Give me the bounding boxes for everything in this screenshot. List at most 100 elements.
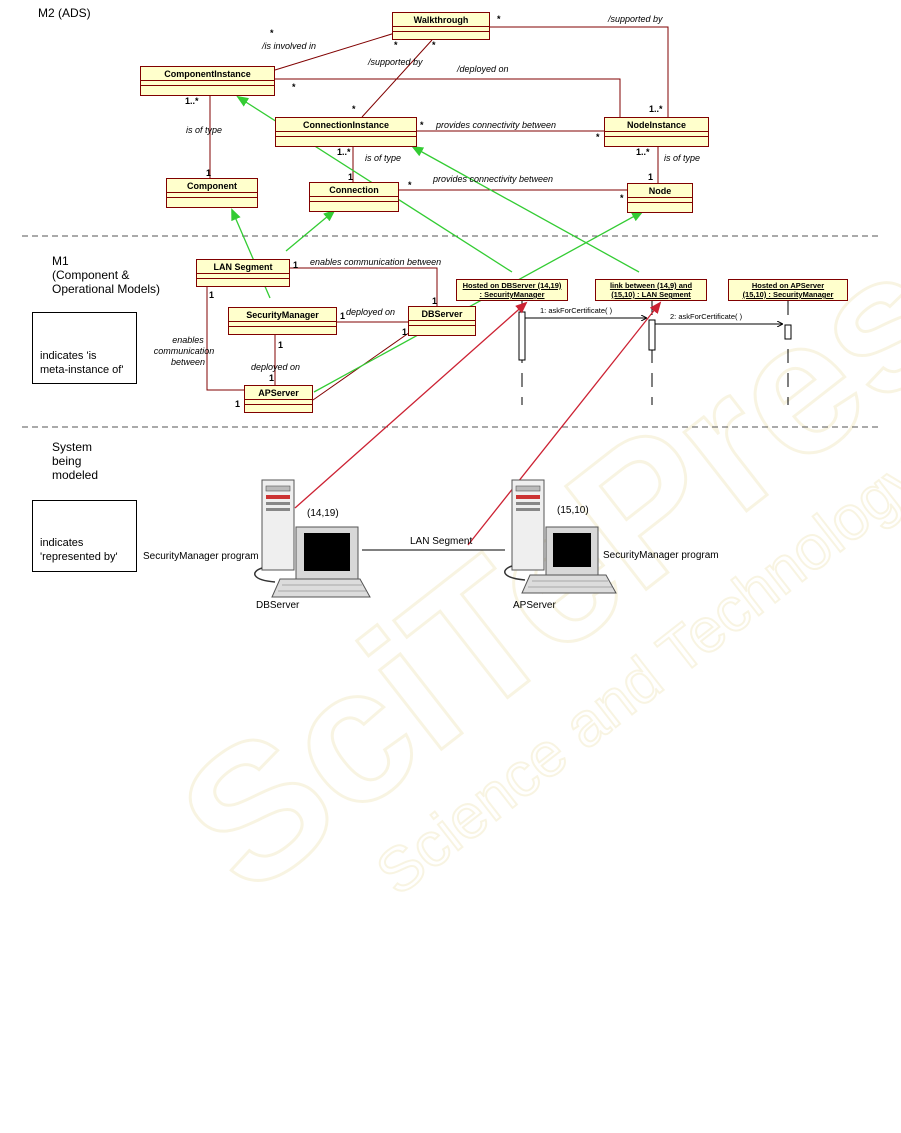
- class-walkthrough-name: Walkthrough: [393, 13, 489, 27]
- class-connectioninstance-name: ConnectionInstance: [276, 118, 416, 132]
- legend-represented-by: [32, 500, 137, 572]
- class-security-manager-name: SecurityManager: [229, 308, 336, 322]
- m2-associations: [209, 26, 669, 191]
- lifelines: [521, 301, 789, 405]
- mult-one-many: 1..*: [649, 104, 663, 114]
- mult-one: 1: [293, 260, 299, 270]
- mult-one: 1: [278, 340, 284, 350]
- assoc-is-involved-in: [274, 32, 396, 71]
- class-component-name: Component: [167, 179, 257, 193]
- object-hosted-on-dbserver-line2: : SecurityManager: [479, 290, 545, 299]
- layer-title-m2: M2 (ADS): [38, 6, 91, 20]
- mult-one: 1: [402, 327, 408, 337]
- label-is-of-type-2: is of type: [365, 153, 402, 163]
- mult-one: 1: [348, 172, 354, 182]
- object-link-between[interactable]: link between (14,9) and (15,10) : LAN Se…: [595, 279, 707, 301]
- arrow-ap-to-node: [313, 211, 644, 393]
- mult-star: *: [408, 180, 412, 190]
- coord-apserver: (15,10): [557, 505, 589, 516]
- mult-one: 1: [209, 290, 215, 300]
- legend-meta-instance-text-2: meta-instance of': [40, 364, 124, 376]
- mult-star: *: [596, 132, 600, 142]
- class-connection[interactable]: Connection: [309, 182, 399, 212]
- class-ap-server[interactable]: APServer: [244, 385, 313, 413]
- mult-star: *: [270, 28, 274, 38]
- class-connection-name: Connection: [310, 183, 398, 197]
- object-hosted-on-dbserver-line1: Hosted on DBServer (14,19): [462, 281, 562, 290]
- label-is-of-type-1: is of type: [186, 125, 223, 135]
- computer-icon-dbserver: [254, 479, 371, 598]
- mult-one: 1: [269, 373, 275, 383]
- assoc-enables-communication: [290, 267, 438, 306]
- object-link-between-line2: (15,10) : LAN Segment: [611, 290, 691, 299]
- label-supported-by-2: /supported by: [368, 57, 423, 67]
- legend-meta-instance-text-1: indicates 'is: [40, 350, 97, 362]
- layer-title-m1: M1: [52, 254, 69, 268]
- class-db-server-name: DBServer: [409, 307, 475, 321]
- object-hosted-on-apserver[interactable]: Hosted on APServer (15,10) : SecurityMan…: [728, 279, 848, 301]
- mult-one: 1: [648, 172, 654, 182]
- arrow-lan-to-connection: [285, 209, 336, 252]
- label-provides-connectivity-1: provides connectivity between: [436, 120, 557, 130]
- arrow-lan-to-link: [467, 301, 662, 546]
- class-walkthrough[interactable]: Walkthrough: [392, 12, 490, 40]
- computer-icon-apserver: [504, 479, 617, 594]
- mult-one-many: 1..*: [636, 147, 650, 157]
- label-deployed-on-ap: deployed on: [251, 362, 301, 372]
- class-connectioninstance[interactable]: ConnectionInstance: [275, 117, 417, 147]
- class-nodeinstance[interactable]: NodeInstance: [604, 117, 709, 147]
- activation-link: [648, 319, 656, 351]
- mult-star: *: [352, 104, 356, 114]
- label-enables-communication: enables communication between: [310, 257, 442, 267]
- label-lan-segment: LAN Segment: [410, 536, 473, 547]
- class-componentinstance[interactable]: ComponentInstance: [140, 66, 275, 96]
- class-componentinstance-name: ComponentInstance: [141, 67, 274, 81]
- label-enables: enables: [172, 335, 204, 345]
- label-provides-connectivity-2: provides connectivity between: [433, 174, 554, 184]
- layer-title-m1-sub1: (Component &: [52, 268, 130, 282]
- arrow-db-to-obj: [294, 301, 528, 509]
- label-security-manager-program-left: SecurityManager program: [143, 551, 259, 562]
- layer-title-system-sub1: being: [52, 454, 82, 468]
- legend-represented-by-text-2: 'represented by': [40, 551, 118, 563]
- class-node[interactable]: Node: [627, 183, 693, 213]
- arrow-link-to-connectioninstance: [411, 146, 640, 273]
- mult-star: *: [432, 40, 436, 50]
- label-security-manager-program-right: SecurityManager program: [603, 550, 719, 561]
- layer-title-system-sub2: modeled: [52, 468, 99, 482]
- layer-title-system: System: [52, 440, 93, 454]
- class-lan-segment[interactable]: LAN Segment: [196, 259, 290, 287]
- mult-one: 1: [206, 168, 212, 178]
- activation-db: [518, 311, 526, 361]
- class-node-name: Node: [628, 184, 692, 198]
- label-is-involved-in: /is involved in: [262, 41, 317, 51]
- class-nodeinstance-name: NodeInstance: [605, 118, 708, 132]
- legend-meta-instance: [32, 312, 137, 384]
- assoc-lan-enables-ap: [206, 278, 244, 391]
- class-lan-segment-name: LAN Segment: [197, 260, 289, 274]
- label-is-of-type-3: is of type: [664, 153, 701, 163]
- message-2-label: 2: askForCertificate( ): [670, 312, 743, 321]
- layer-title-m1-sub2: Operational Models): [52, 282, 161, 296]
- class-security-manager[interactable]: SecurityManager: [228, 307, 337, 335]
- activation-ap: [784, 324, 792, 340]
- mult-star: *: [620, 193, 624, 203]
- class-db-server[interactable]: DBServer: [408, 306, 476, 336]
- assoc-deployed-on: [275, 78, 621, 118]
- mult-star: *: [292, 82, 296, 92]
- legend-represented-by-text-1: indicates: [40, 537, 84, 549]
- class-ap-server-name: APServer: [245, 386, 312, 400]
- mult-star: *: [420, 120, 424, 130]
- label-apserver: APServer: [513, 600, 556, 611]
- message-1-label: 1: askForCertificate( ): [540, 306, 613, 315]
- class-component[interactable]: Component: [166, 178, 258, 208]
- object-hosted-on-apserver-line1: Hosted on APServer: [751, 281, 825, 290]
- assoc-supported-by-node: [490, 26, 669, 118]
- label-dbserver: DBServer: [256, 600, 300, 611]
- mult-star: *: [394, 40, 398, 50]
- label-between: between: [170, 357, 206, 367]
- object-link-between-line1: link between (14,9) and: [609, 281, 693, 290]
- mult-one: 1: [340, 311, 346, 321]
- object-hosted-on-dbserver[interactable]: Hosted on DBServer (14,19) : SecurityMan…: [456, 279, 568, 301]
- mult-one-many: 1..*: [337, 147, 351, 157]
